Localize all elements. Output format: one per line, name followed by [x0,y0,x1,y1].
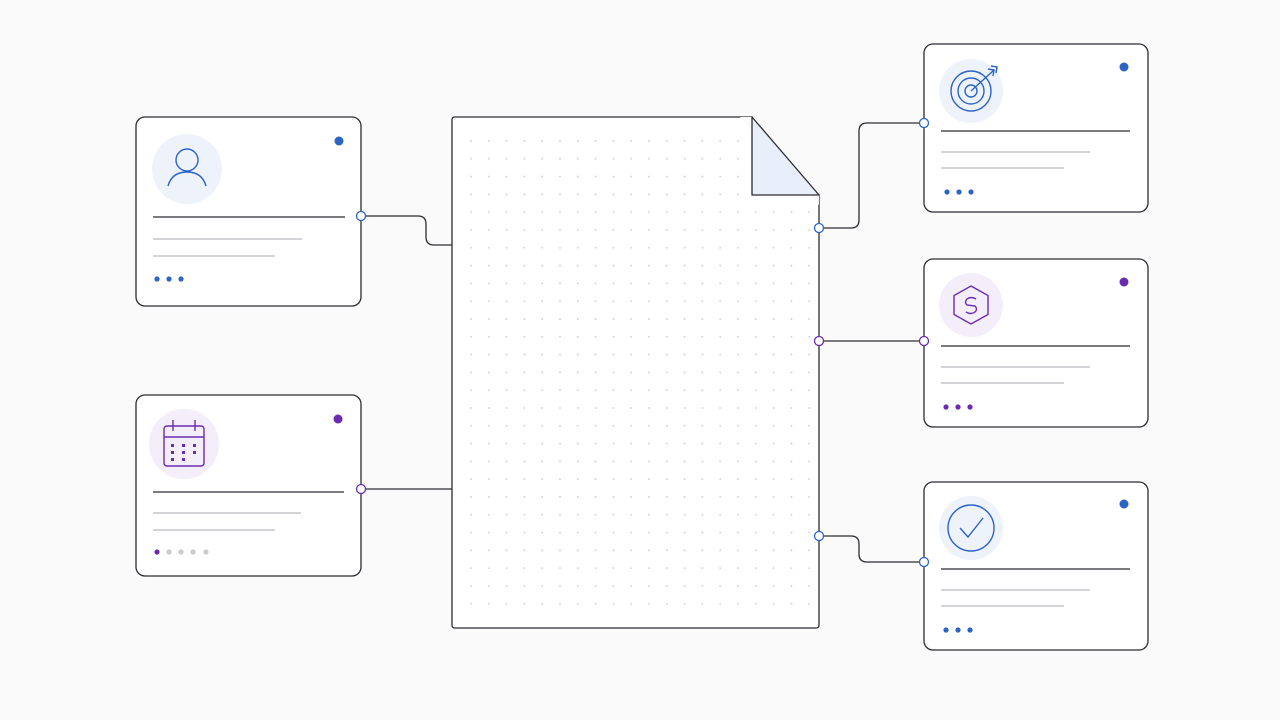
card-check[interactable] [923,481,1149,651]
pagination-dots [944,189,974,195]
port-document-target[interactable] [813,222,825,234]
status-dot [333,414,343,424]
target-icon [950,65,998,112]
status-dot [1119,277,1129,287]
status-dot [1119,62,1129,72]
card-target[interactable] [923,43,1149,213]
calendar-icon [163,420,205,467]
connectors [361,122,924,563]
connector-user-to-document [361,215,452,246]
semantic-bindings: blank-page-with-folded-corner dot-grid c… [0,0,14,2]
port-hexagon[interactable] [918,335,930,347]
hexagon-icon [953,285,989,325]
document-dot-grid [465,135,810,620]
document-page [451,116,820,629]
card-calendar[interactable] [135,394,362,577]
connector-document-to-check [819,535,924,563]
check-circle-icon [947,504,995,552]
document-folded-corner [751,116,820,196]
user-icon [167,148,207,187]
status-dot [334,136,344,146]
icon-halo [152,134,222,204]
connector-ports [355,117,930,568]
port-document-hexagon[interactable] [813,335,825,347]
status-dot [1119,499,1129,509]
port-check[interactable] [918,556,930,568]
pagination-dots [943,627,973,633]
pagination-dots [154,549,209,555]
card-check-id: card-check [0,0,5,2]
connector-document-to-target [819,122,924,229]
pagination-dots [943,404,973,410]
port-user[interactable] [355,210,367,222]
card-user[interactable] [135,116,362,307]
pagination-dots [154,276,184,282]
card-hexagon[interactable] [923,258,1149,428]
port-document-check[interactable] [813,530,825,542]
port-target[interactable] [918,117,930,129]
port-calendar[interactable] [355,483,367,495]
